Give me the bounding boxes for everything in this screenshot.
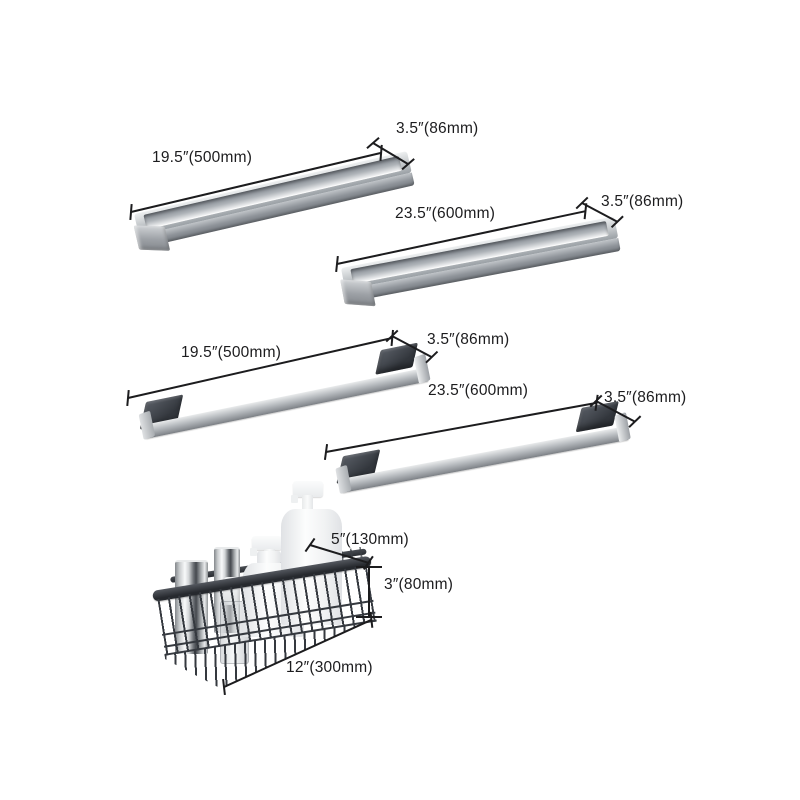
bar-end-cap [340, 279, 376, 307]
length-dimension-label: 23.5″(600mm) [428, 382, 529, 399]
width-dimension-label: 3.5″(86mm) [601, 193, 684, 210]
width-dimension-label: 3.5″(86mm) [427, 331, 510, 348]
width-dimension-label: 3.5″(86mm) [396, 120, 479, 137]
mid-bottle-pump-head [250, 536, 282, 556]
depth-dimension-label: 5″(130mm) [331, 531, 409, 548]
bar-rail [339, 426, 630, 493]
large-bottle-pump-head [291, 481, 323, 503]
bar-end-cap [133, 225, 171, 251]
bar-rail [142, 367, 429, 439]
height-dimension-line [368, 567, 370, 617]
height-dimension-label: 3″(80mm) [384, 576, 454, 593]
width-dimension-label: 3.5″(86mm) [604, 389, 687, 406]
single-towel-bar-600-body [333, 400, 632, 501]
length-dimension-label: 23.5″(600mm) [395, 205, 496, 222]
double-towel-bar-600-body [340, 216, 621, 307]
large-bottle-pump-stem [302, 495, 313, 511]
length-dimension-label: 19.5″(500mm) [181, 344, 282, 361]
mid-bottle-neck [257, 551, 281, 565]
length-dimension-label: 12″(300mm) [286, 659, 373, 676]
length-dimension-label: 19.5″(500mm) [152, 149, 253, 166]
